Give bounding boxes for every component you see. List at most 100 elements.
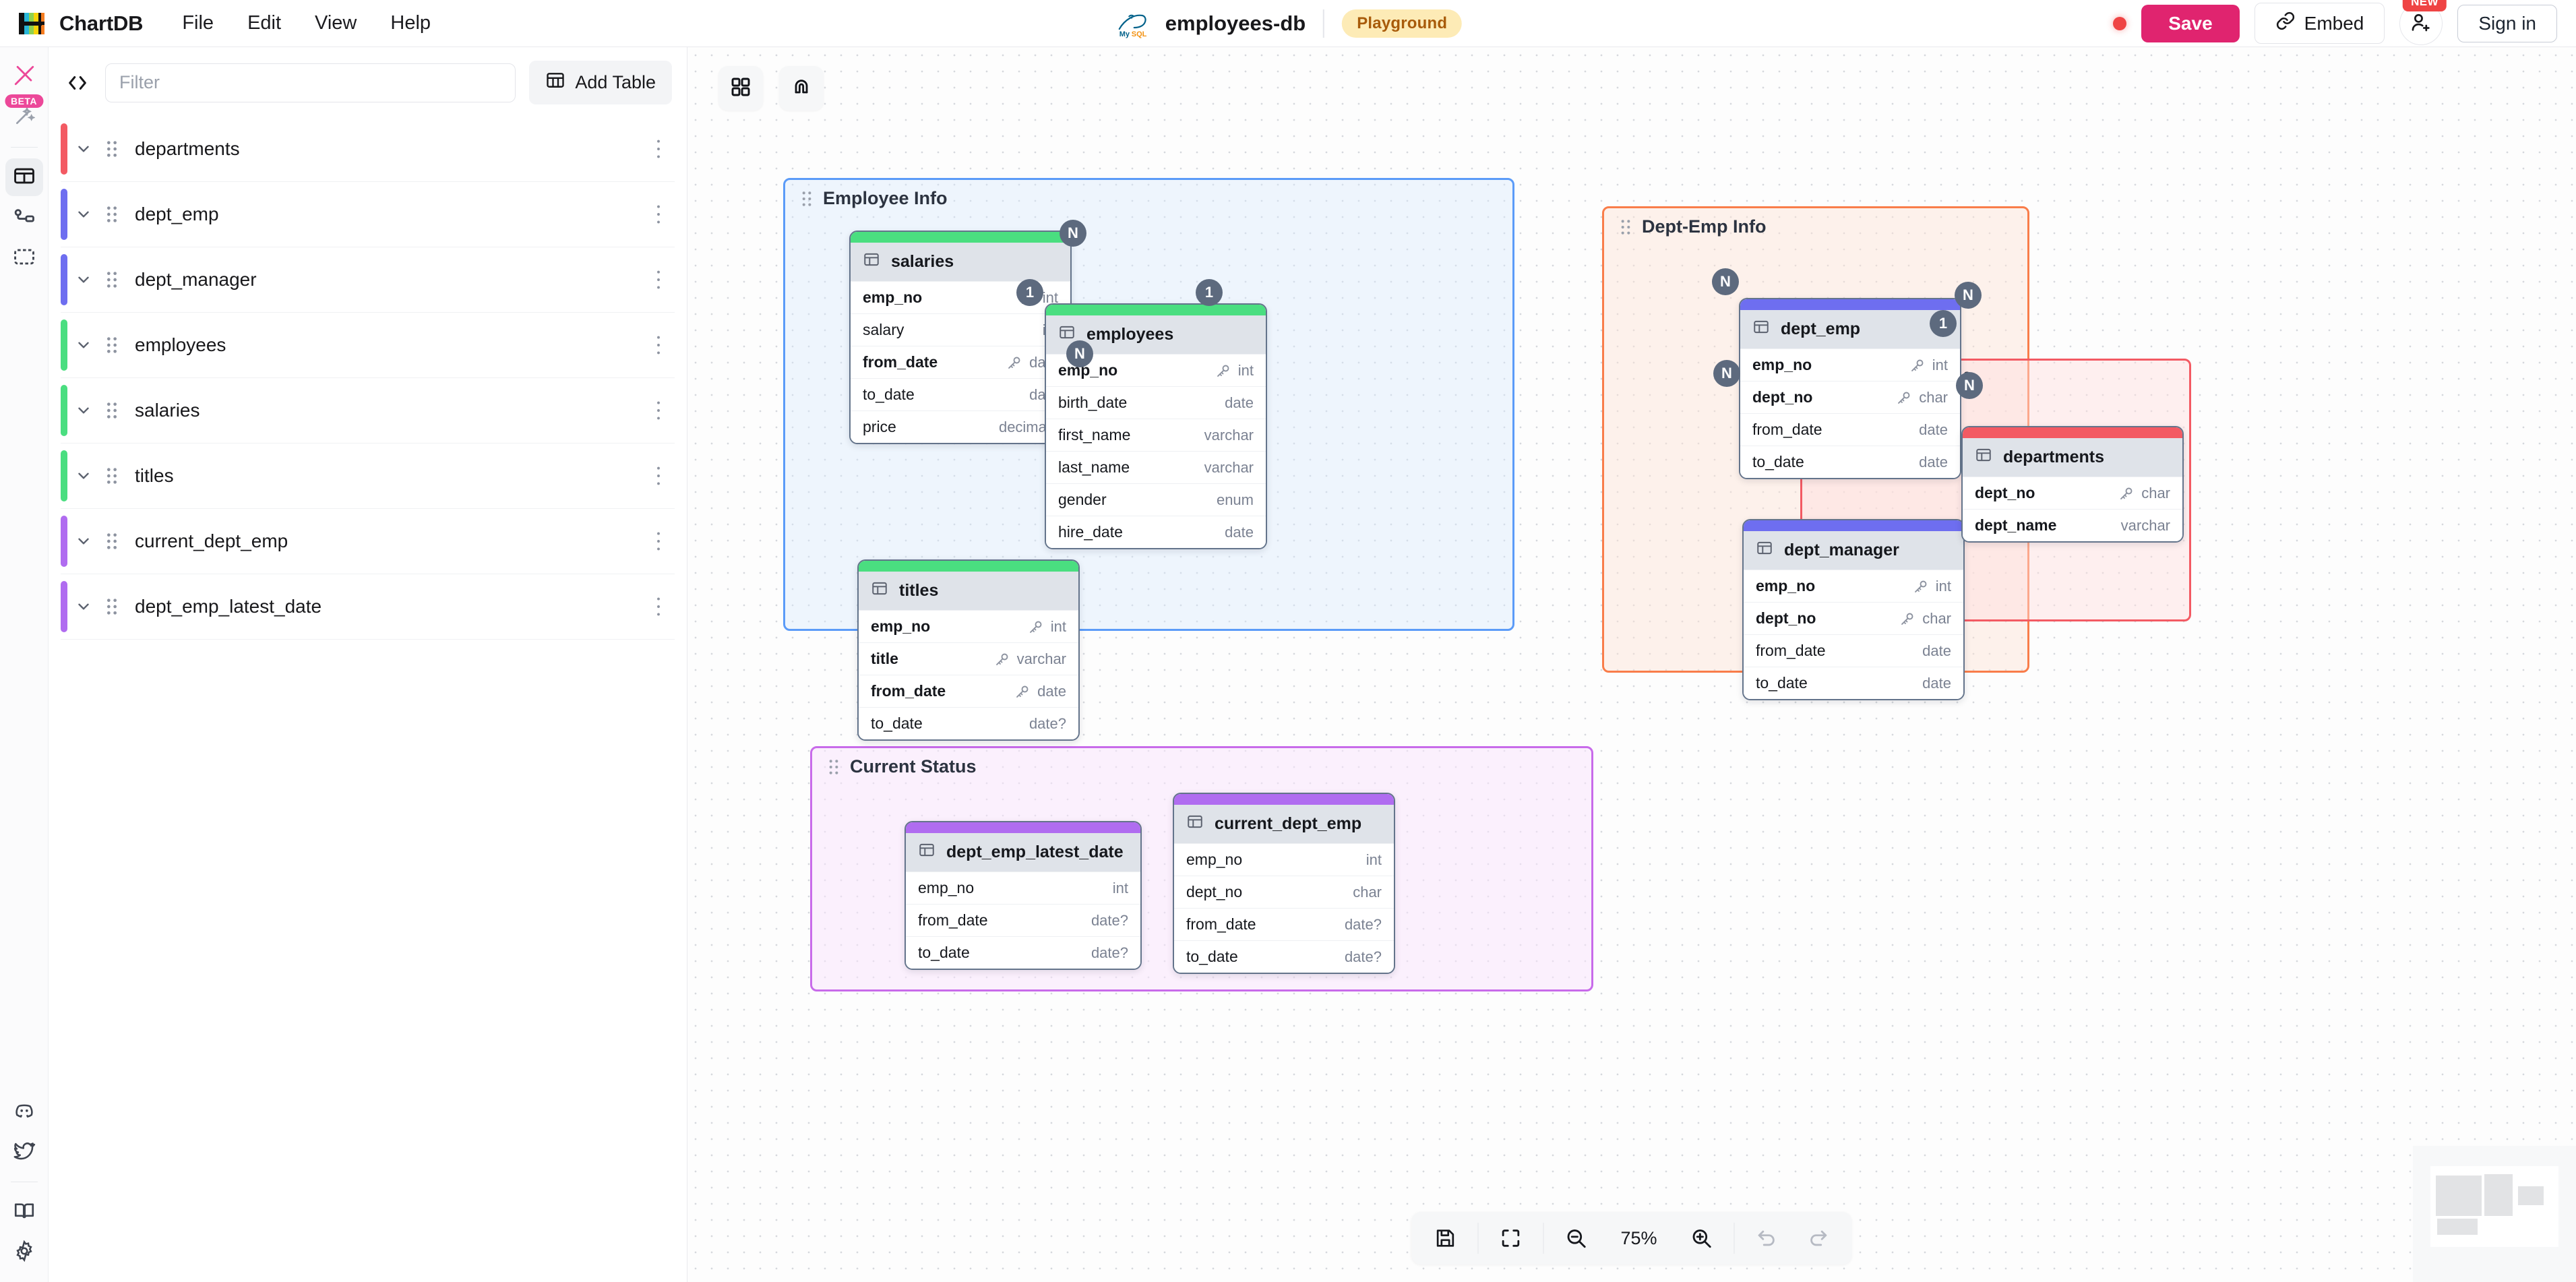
drag-handle-icon[interactable] (97, 205, 127, 224)
table-node-header[interactable]: dept_manager (1744, 531, 1963, 570)
table-options-icon[interactable] (642, 138, 675, 160)
sidebar-item-magic-wand[interactable]: BETA (4, 94, 44, 136)
table-list-item[interactable]: current_dept_emp (61, 509, 675, 574)
table-node-header[interactable]: dept_emp_latest_date (906, 833, 1140, 872)
table-node-header[interactable]: dept_emp (1740, 310, 1960, 348)
table-list-item[interactable]: salaries (61, 378, 675, 444)
table-list-item[interactable]: dept_emp_latest_date (61, 574, 675, 640)
chevron-down-icon[interactable] (70, 336, 97, 354)
table-options-icon[interactable] (642, 269, 675, 291)
menu-file[interactable]: File (182, 12, 214, 34)
table-node-header[interactable]: current_dept_emp (1174, 805, 1394, 843)
sidebar-item-settings[interactable] (5, 1233, 43, 1271)
sidebar-item-relationships[interactable] (5, 199, 43, 237)
sidebar-item-twitter[interactable] (5, 1133, 43, 1171)
snap-to-grid-button[interactable] (779, 66, 824, 111)
undo-button[interactable] (1743, 1217, 1791, 1259)
drag-handle-icon[interactable] (97, 270, 127, 289)
chevron-down-icon[interactable] (70, 402, 97, 419)
table-options-icon[interactable] (642, 530, 675, 552)
table-node-header[interactable]: titles (859, 572, 1078, 610)
table-list-item[interactable]: dept_emp (61, 182, 675, 247)
redo-button[interactable] (1794, 1217, 1843, 1259)
chevron-down-icon[interactable] (70, 140, 97, 158)
chevron-down-icon[interactable] (70, 271, 97, 288)
save-button[interactable]: Save (2141, 4, 2240, 42)
sidebar-item-docs[interactable] (5, 1193, 43, 1231)
drag-handle-icon[interactable] (827, 758, 840, 776)
table-field-row[interactable]: salaryint (851, 313, 1070, 346)
embed-button[interactable]: Embed (2254, 3, 2385, 44)
drag-handle-icon[interactable] (97, 597, 127, 616)
menu-edit[interactable]: Edit (247, 12, 282, 34)
table-list-item[interactable]: dept_manager (61, 247, 675, 313)
sidebar-item-discord[interactable] (5, 1093, 43, 1130)
table-list-item[interactable]: titles (61, 444, 675, 509)
chevron-down-icon[interactable] (70, 206, 97, 223)
add-table-button[interactable]: Add Table (529, 61, 672, 104)
diagram-table-node[interactable]: salariesemp_nointsalaryintfrom_datedatet… (849, 231, 1072, 444)
drag-handle-icon[interactable] (97, 140, 127, 158)
chevron-down-icon[interactable] (70, 467, 97, 485)
sidebar-item-tables[interactable] (5, 158, 43, 196)
fit-to-screen-button[interactable] (1486, 1217, 1535, 1259)
menu-help[interactable]: Help (390, 12, 431, 34)
sidebar-item-ai-diagram[interactable] (5, 58, 43, 96)
table-node-header[interactable]: employees (1046, 315, 1266, 354)
table-node-header[interactable]: departments (1963, 438, 2182, 477)
drag-handle-icon[interactable] (97, 466, 127, 485)
user-account-button[interactable]: NEW (2399, 0, 2447, 45)
show-grid-button[interactable] (718, 66, 763, 111)
drag-handle-icon[interactable] (800, 190, 814, 208)
drag-handle-icon[interactable] (97, 532, 127, 551)
zoom-out-button[interactable] (1552, 1217, 1600, 1259)
chevron-down-icon[interactable] (70, 598, 97, 615)
table-list-item[interactable]: employees (61, 313, 675, 378)
diagram-name[interactable]: employees-db (1165, 11, 1306, 35)
sign-in-button[interactable]: Sign in (2457, 4, 2557, 42)
zoom-level-label[interactable]: 75% (1620, 1227, 1657, 1248)
table-options-icon[interactable] (642, 204, 675, 225)
minimap[interactable] (2413, 1146, 2576, 1282)
chevron-down-icon[interactable] (70, 532, 97, 550)
drag-handle-icon[interactable] (1619, 218, 1632, 236)
table-options-icon[interactable] (642, 334, 675, 356)
zoom-in-button[interactable] (1678, 1217, 1726, 1259)
table-node-header[interactable]: salaries (851, 243, 1070, 281)
collapse-sidebar-button[interactable] (63, 69, 92, 97)
table-options-icon[interactable] (642, 596, 675, 617)
drag-handle-icon[interactable] (97, 336, 127, 355)
filter-input[interactable] (105, 63, 516, 102)
sidebar-item-areas[interactable] (5, 239, 43, 277)
